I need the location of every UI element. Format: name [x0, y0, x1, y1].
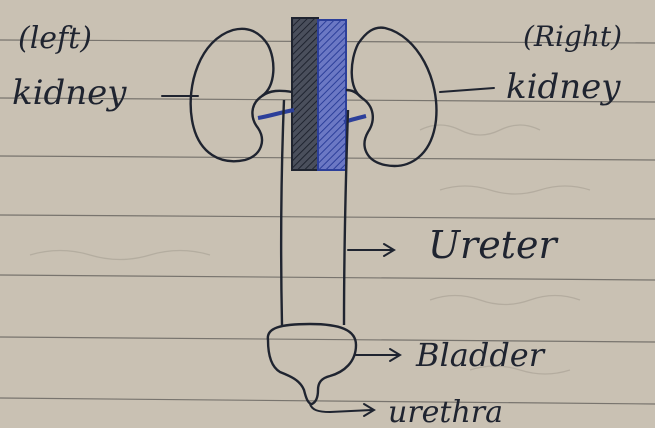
- vena-cava: [318, 20, 346, 170]
- left-side-label: (left): [18, 21, 92, 56]
- left-kidney-label: kidney: [12, 73, 127, 113]
- right-kidney-label: kidney: [506, 67, 621, 107]
- major-blood-vessels: [292, 18, 346, 170]
- aorta: [292, 18, 318, 170]
- right-side-label: (Right): [523, 20, 622, 53]
- ureter-label: Ureter: [428, 223, 559, 267]
- bladder-label: Bladder: [415, 336, 546, 374]
- urethra-label: urethra: [388, 395, 503, 428]
